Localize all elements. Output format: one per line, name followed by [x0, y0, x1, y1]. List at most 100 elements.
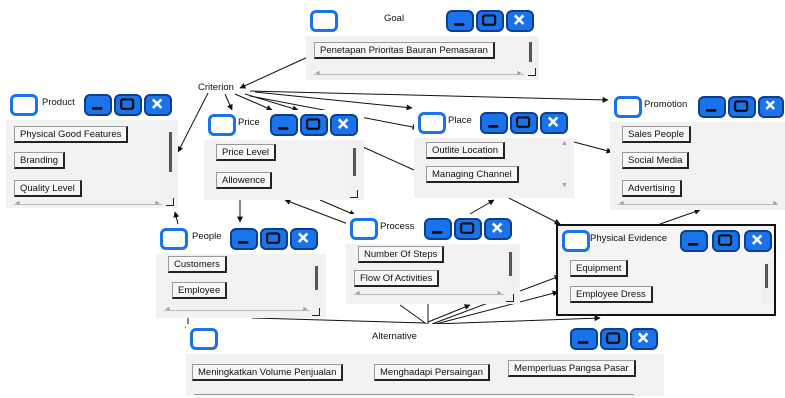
- maximize-icon[interactable]: [728, 96, 756, 118]
- promotion-titlebar[interactable]: Promotion: [610, 92, 785, 122]
- resize-grip[interactable]: [312, 308, 320, 316]
- people-item-1[interactable]: Customers: [168, 256, 227, 273]
- place-vscroll[interactable]: ▲ ▼: [560, 140, 570, 190]
- goal-item-1[interactable]: Penetapan Prioritas Bauran Pemasaran: [314, 42, 495, 59]
- process-item-1[interactable]: Number Of Steps: [358, 246, 445, 263]
- product-item-1[interactable]: Physical Good Features: [14, 126, 129, 143]
- maximize-icon[interactable]: [114, 94, 142, 116]
- scroll-left-icon[interactable]: ◄: [618, 200, 625, 207]
- process-vscroll[interactable]: [506, 246, 516, 294]
- close-icon[interactable]: [630, 328, 658, 350]
- close-icon[interactable]: [484, 218, 512, 240]
- minimize-icon[interactable]: [680, 230, 708, 252]
- product-title: Product: [42, 97, 75, 108]
- criterion-label[interactable]: Criterion: [198, 82, 234, 93]
- process-node[interactable]: Process Number Of Steps Flow Of Activiti…: [346, 214, 520, 304]
- price-vscroll[interactable]: [350, 142, 360, 192]
- close-icon[interactable]: [540, 112, 568, 134]
- minimize-icon[interactable]: [270, 114, 298, 136]
- scroll-right-icon[interactable]: ►: [772, 200, 779, 207]
- place-item-1[interactable]: Outlite Location: [426, 142, 506, 159]
- maximize-icon[interactable]: [600, 328, 628, 350]
- alternative-item-3[interactable]: Memperluas Pangsa Pasar: [508, 360, 636, 377]
- maximize-icon[interactable]: [476, 10, 504, 32]
- scroll-left-icon[interactable]: ◄: [164, 306, 171, 313]
- edge-evidence-promotion: [659, 208, 701, 225]
- minimize-icon[interactable]: [84, 94, 112, 116]
- minimize-icon[interactable]: [230, 228, 258, 250]
- product-vscroll[interactable]: [166, 122, 176, 198]
- price-item-2[interactable]: Allowence: [216, 172, 273, 189]
- price-item-1[interactable]: Price Level: [216, 144, 276, 161]
- scroll-left-icon[interactable]: ◄: [354, 290, 361, 297]
- edge-process-price: [284, 199, 349, 225]
- physical-evidence-title: Physical Evidence: [590, 233, 668, 244]
- maximize-icon[interactable]: [510, 112, 538, 134]
- physical-evidence-item-1[interactable]: Equipment: [570, 260, 629, 277]
- resize-grip[interactable]: [350, 190, 358, 198]
- promotion-item-1[interactable]: Sales People: [622, 126, 691, 143]
- people-vscroll[interactable]: [312, 256, 322, 306]
- process-titlebar[interactable]: Process: [346, 214, 520, 244]
- people-item-2[interactable]: Employee: [172, 282, 228, 299]
- maximize-icon[interactable]: [260, 228, 288, 250]
- process-item-2[interactable]: Flow Of Activities: [354, 270, 440, 287]
- people-titlebar[interactable]: People: [156, 224, 326, 254]
- goal-node[interactable]: Goal Penetapan Prioritas Bauran Pemasara…: [306, 6, 539, 80]
- scroll-left-icon[interactable]: ◄: [14, 200, 21, 207]
- window-icon: [614, 96, 642, 118]
- resize-grip[interactable]: [506, 294, 514, 302]
- close-icon[interactable]: [144, 94, 172, 116]
- place-titlebar[interactable]: Place: [414, 108, 574, 138]
- physical-evidence-titlebar[interactable]: Physical Evidence: [558, 226, 774, 256]
- scroll-right-icon[interactable]: ►: [516, 70, 523, 77]
- scroll-up-icon[interactable]: ▲: [561, 140, 568, 147]
- edge-criterion-place-1: [254, 91, 413, 111]
- alternative-titlebar[interactable]: Alternative: [186, 324, 664, 354]
- window-icon: [310, 10, 338, 32]
- people-node[interactable]: People Customers Employee ◄ ►: [156, 224, 326, 318]
- scroll-left-icon[interactable]: ◄: [314, 70, 321, 77]
- minimize-icon[interactable]: [480, 112, 508, 134]
- maximize-icon[interactable]: [300, 114, 328, 136]
- product-node[interactable]: Product Physical Good Features Branding …: [6, 90, 178, 208]
- close-icon[interactable]: [758, 96, 784, 118]
- price-titlebar[interactable]: Price: [204, 110, 364, 140]
- scroll-down-icon[interactable]: ▼: [561, 182, 568, 189]
- promotion-node[interactable]: Promotion Sales People Social Media Adve…: [610, 92, 785, 210]
- alternative-item-2[interactable]: Menghadapi Persaingan: [374, 364, 490, 381]
- edge-price-place: [362, 146, 415, 171]
- goal-vscroll[interactable]: [526, 38, 536, 68]
- product-item-3[interactable]: Quality Level: [14, 180, 82, 197]
- alternative-item-1[interactable]: Meningkatkan Volume Penjualan: [192, 364, 344, 381]
- scroll-right-icon[interactable]: ►: [302, 306, 309, 313]
- alternative-node[interactable]: Alternative Meningkatkan Volume Penjuala…: [186, 324, 664, 396]
- physical-evidence-vscroll[interactable]: [762, 260, 772, 304]
- promotion-item-2[interactable]: Social Media: [622, 152, 690, 169]
- physical-evidence-item-2[interactable]: Employee Dress: [570, 286, 653, 303]
- place-node[interactable]: Place Outlite Location Managing Channel …: [414, 108, 574, 198]
- minimize-icon[interactable]: [424, 218, 452, 240]
- minimize-icon[interactable]: [446, 10, 474, 32]
- price-node[interactable]: Price Price Level Allowence: [204, 110, 364, 200]
- physical-evidence-node[interactable]: Physical Evidence Equipment Employee Dre…: [556, 224, 776, 316]
- resize-grip[interactable]: [166, 198, 174, 206]
- minimize-icon[interactable]: [698, 96, 726, 118]
- product-titlebar[interactable]: Product: [6, 90, 178, 120]
- place-item-2[interactable]: Managing Channel: [426, 166, 519, 183]
- goal-titlebar[interactable]: Goal: [306, 6, 539, 36]
- maximize-icon[interactable]: [454, 218, 482, 240]
- close-icon[interactable]: [744, 230, 772, 252]
- promotion-item-3[interactable]: Advertising: [622, 180, 682, 197]
- maximize-icon[interactable]: [712, 230, 740, 252]
- close-icon[interactable]: [290, 228, 318, 250]
- minimize-icon[interactable]: [570, 328, 598, 350]
- product-item-2[interactable]: Branding: [14, 152, 66, 169]
- close-icon[interactable]: [506, 10, 534, 32]
- close-icon[interactable]: [330, 114, 358, 136]
- edge-goal-criterion: [239, 55, 311, 89]
- resize-grip[interactable]: [528, 68, 536, 76]
- scroll-right-icon[interactable]: ►: [154, 200, 161, 207]
- place-title: Place: [448, 115, 472, 126]
- scroll-right-icon[interactable]: ►: [496, 290, 503, 297]
